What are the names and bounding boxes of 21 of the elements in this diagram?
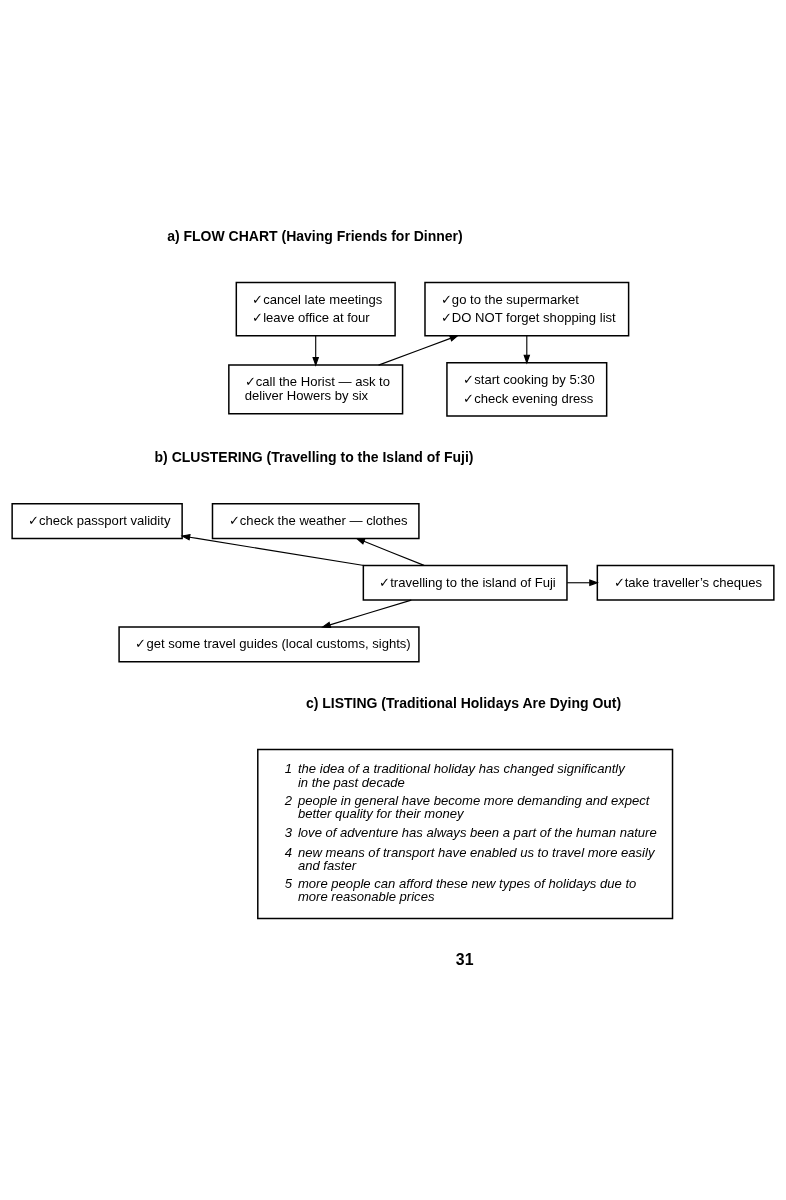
node-box: ✓travelling to the island of Fuji <box>362 564 568 601</box>
label: c) LISTING (Traditional Holidays Are Dying Out) <box>305 694 622 711</box>
node-box: ✓get some travel guides (local customs, sights) <box>118 625 420 662</box>
arrow <box>312 334 320 367</box>
node-box: ✓take traveller’s cheques <box>596 564 775 601</box>
node-box: ✓call the Horist — ask to deliver Howers by six <box>228 363 404 414</box>
node-box: ✓check passport validity <box>11 502 183 539</box>
arrow <box>321 599 412 628</box>
label: 31 <box>455 950 474 968</box>
node-box: ✓start cooking by 5:30 ✓check evening dress <box>446 361 608 417</box>
node-box: ✓check the weather — clothes <box>211 502 420 539</box>
arrow <box>523 334 531 364</box>
arrow <box>378 334 460 366</box>
arrow <box>566 578 599 586</box>
arrow <box>355 537 425 566</box>
arrow <box>180 533 365 566</box>
node-box: ✓cancel late meetings ✓leave office at four <box>235 281 396 336</box>
label: b) CLUSTERING (Travelling to the Island of Fuji) <box>154 448 474 465</box>
node-box: ✓go to the supermarket ✓DO NOT forget shopping list <box>424 281 630 336</box>
node-box: 1 the idea of a traditional holiday has changed significantly in the past decade 2 people in general have become more demanding and expect better quality for their money 3 love of adventure has always been a part of the human nature 4 new means of transport have enabled us to travel more easily and faster 5 more people can afford these new types of holidays due to more reasonable prices <box>257 748 674 919</box>
label: a) FLOW CHART (Having Friends for Dinner) <box>167 227 463 244</box>
